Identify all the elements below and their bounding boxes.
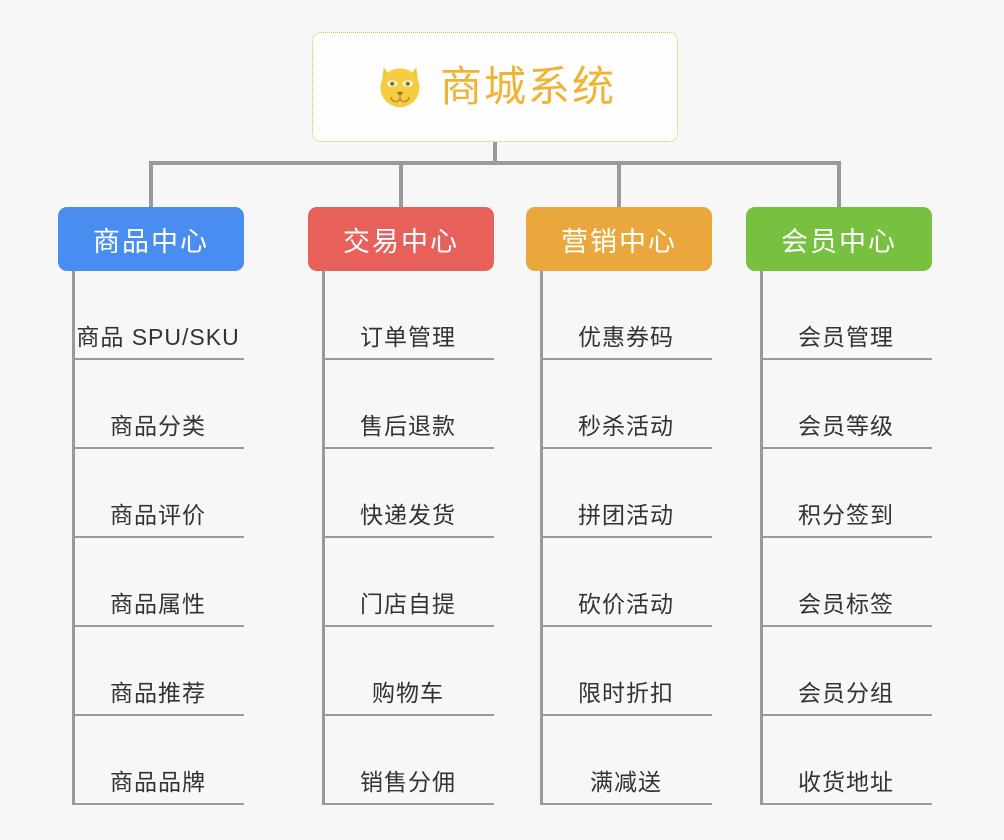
leaf-item-label: 优惠券码 [578,324,674,350]
leaf-item[interactable]: 商品属性 [72,538,244,627]
column-product-center: 商品中心商品 SPU/SKU 商品分类商品评价商品属性商品推荐商品品牌 [58,207,244,805]
leaf-item-label: 订单管理 [360,324,456,350]
leaf-item[interactable]: 积分签到 [760,449,932,538]
category-title: 营销中心 [561,226,677,257]
leaf-list: 优惠券码秒杀活动拼团活动砍价活动限时折扣满减送 [540,271,712,805]
leaf-item-label: 会员标签 [798,591,894,617]
category-box[interactable]: 商品中心 [58,207,244,271]
connector-column-spine [72,271,75,805]
leaf-item[interactable]: 门店自提 [322,538,494,627]
category-box[interactable]: 交易中心 [308,207,494,271]
leaf-item[interactable]: 会员标签 [760,538,932,627]
category-title: 交易中心 [343,226,459,257]
leaf-item[interactable]: 商品分类 [72,360,244,449]
leaf-item[interactable]: 快递发货 [322,449,494,538]
leaf-item[interactable]: 商品 SPU/SKU [72,271,244,360]
leaf-item[interactable]: 优惠券码 [540,271,712,360]
leaf-item-label: 积分签到 [798,502,894,528]
category-box[interactable]: 营销中心 [526,207,712,271]
leaf-item-label: 销售分佣 [360,769,456,795]
shiba-dog-face-icon [380,67,420,110]
leaf-item-label: 商品品牌 [110,769,206,795]
leaf-item-label: 购物车 [372,680,444,706]
column-member-center: 会员中心会员管理会员等级积分签到会员标签会员分组收货地址 [746,207,932,805]
leaf-item-label: 砍价活动 [578,591,674,617]
leaf-item[interactable]: 会员等级 [760,360,932,449]
connector-column-spine [322,271,325,805]
leaf-item-label: 门店自提 [360,591,456,617]
leaf-item-label: 商品 SPU/SKU [76,324,240,350]
connector-column-spine [540,271,543,805]
leaf-item-label: 会员等级 [798,413,894,439]
leaf-item-label: 商品推荐 [110,680,206,706]
leaf-item[interactable]: 售后退款 [322,360,494,449]
root-node-mall-system[interactable]: 商城系统 [312,32,678,142]
leaf-item[interactable]: 满减送 [540,716,712,805]
leaf-item[interactable]: 购物车 [322,627,494,716]
leaf-item-label: 会员分组 [798,680,894,706]
leaf-item[interactable]: 砍价活动 [540,538,712,627]
connector-root-stem [493,142,497,164]
leaf-item[interactable]: 会员分组 [760,627,932,716]
leaf-item-label: 满减送 [590,769,662,795]
leaf-list: 商品 SPU/SKU 商品分类商品评价商品属性商品推荐商品品牌 [72,271,244,805]
leaf-list: 会员管理会员等级积分签到会员标签会员分组收货地址 [760,271,932,805]
leaf-item-label: 商品属性 [110,591,206,617]
leaf-item-label: 商品分类 [110,413,206,439]
leaf-item-label: 收货地址 [798,769,894,795]
leaf-item[interactable]: 收货地址 [760,716,932,805]
leaf-item-label: 商品评价 [110,502,206,528]
category-title: 会员中心 [781,226,897,257]
leaf-item-label: 限时折扣 [578,680,674,706]
leaf-item[interactable]: 销售分佣 [322,716,494,805]
connector-drop-2 [399,161,403,209]
connector-horizontal-bus [149,161,841,165]
leaf-item[interactable]: 会员管理 [760,271,932,360]
leaf-item-label: 快递发货 [360,502,456,528]
leaf-item[interactable]: 商品推荐 [72,627,244,716]
root-node-title: 商城系统 [439,63,616,110]
leaf-item[interactable]: 商品评价 [72,449,244,538]
leaf-item-label: 售后退款 [360,413,456,439]
leaf-item[interactable]: 秒杀活动 [540,360,712,449]
connector-drop-4 [837,161,841,209]
column-trade-center: 交易中心订单管理售后退款快递发货门店自提购物车销售分佣 [308,207,494,805]
leaf-item-label: 会员管理 [798,324,894,350]
category-box[interactable]: 会员中心 [746,207,932,271]
column-marketing-center: 营销中心优惠券码秒杀活动拼团活动砍价活动限时折扣满减送 [526,207,712,805]
leaf-item[interactable]: 限时折扣 [540,627,712,716]
leaf-item[interactable]: 商品品牌 [72,716,244,805]
leaf-item[interactable]: 订单管理 [322,271,494,360]
category-title: 商品中心 [93,226,209,257]
connector-drop-3 [617,161,621,209]
connector-drop-1 [149,161,153,209]
leaf-list: 订单管理售后退款快递发货门店自提购物车销售分佣 [322,271,494,805]
leaf-item-label: 秒杀活动 [578,413,674,439]
leaf-item-label: 拼团活动 [578,502,674,528]
connector-column-spine [760,271,763,805]
leaf-item[interactable]: 拼团活动 [540,449,712,538]
